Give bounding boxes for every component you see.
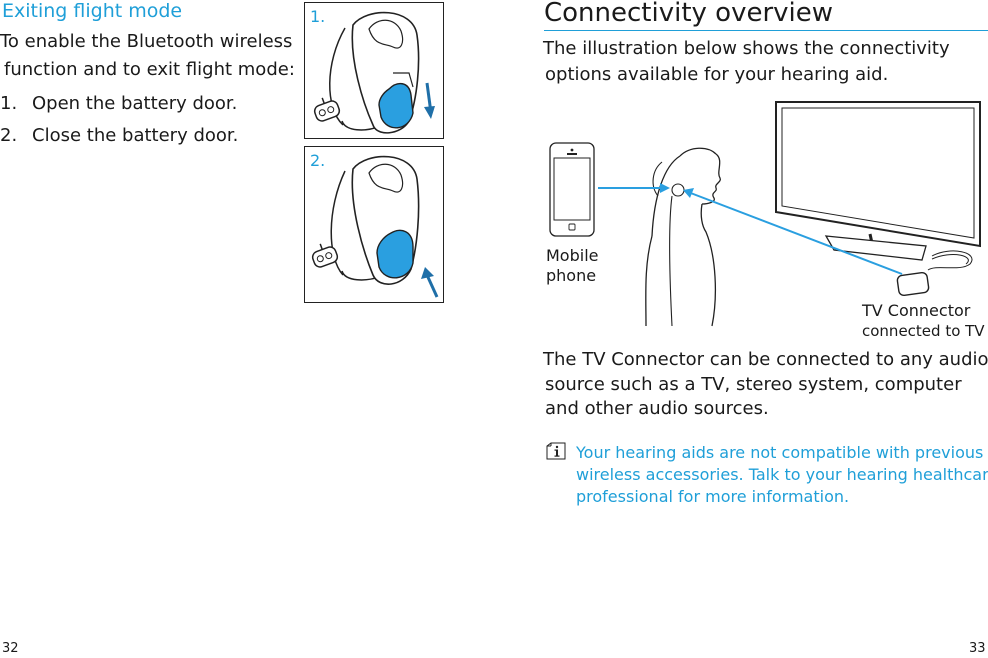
intro-paragraph: The illustration below shows the connect…: [543, 36, 988, 88]
label-line: connected to TV: [862, 322, 985, 340]
step-number: 2.: [0, 125, 18, 146]
figure-open-battery-door: 1.: [304, 2, 444, 139]
step-number: 1.: [0, 93, 18, 114]
person-head-icon: [645, 147, 721, 327]
tv-connector-label: TV Connector connected to TV: [862, 301, 985, 341]
compatibility-note: Your hearing aids are not compatible wit…: [576, 442, 988, 508]
section-heading-connectivity: Connectivity overview: [544, 0, 834, 28]
step-item: 1. Open the battery door.: [0, 88, 238, 120]
tv-icon: [775, 101, 981, 297]
heading-rule: [544, 30, 988, 31]
figure-number: 2.: [310, 151, 326, 170]
step-text: Close the battery door.: [32, 125, 239, 146]
steps-list: 1. Open the battery door. 2. Close the bat…: [0, 88, 238, 152]
info-icon: [546, 442, 566, 460]
step-text: Open the battery door.: [32, 93, 238, 114]
note-line: wireless accessories. Talk to your heari…: [576, 465, 988, 484]
label-line: Mobile: [546, 246, 599, 265]
hearing-aid-battery-door-open-icon: [313, 11, 435, 134]
mobile-phone-icon: [549, 142, 595, 237]
intro-line: options available for your hearing aid.: [545, 64, 889, 85]
body-paragraph: The TV Connector can be connected to any…: [543, 348, 988, 422]
section-heading-flight-mode: Exiting flight mode: [2, 0, 183, 22]
figure-close-battery-door: 2.: [304, 146, 444, 303]
connection-arrows: [598, 183, 903, 275]
note-line: Your hearing aids are not compatible wit…: [576, 443, 984, 462]
intro-line: function and to exit flight mode:: [4, 59, 295, 80]
page-number-left: 32: [2, 641, 19, 656]
page-number-right: 33: [969, 641, 986, 656]
body-line: source such as a TV, stereo system, comp…: [545, 373, 962, 395]
body-line: and other audio sources.: [545, 398, 769, 419]
label-line: phone: [546, 266, 597, 285]
body-line: The TV Connector can be connected to any…: [543, 349, 988, 370]
mobile-phone-label: Mobile phone: [546, 246, 598, 286]
figure-number: 1.: [310, 7, 326, 26]
intro-line: The illustration below shows the connect…: [543, 38, 950, 59]
connectivity-illustration: [549, 101, 981, 327]
note-line: professional for more information.: [576, 487, 850, 506]
label-line: TV Connector: [862, 301, 971, 320]
hearing-aid-battery-door-close-icon: [311, 155, 439, 298]
intro-line: To enable the Bluetooth wireless: [0, 31, 293, 52]
step-item: 2. Close the battery door.: [0, 120, 238, 152]
intro-paragraph: To enable the Bluetooth wireless functio…: [0, 28, 300, 84]
